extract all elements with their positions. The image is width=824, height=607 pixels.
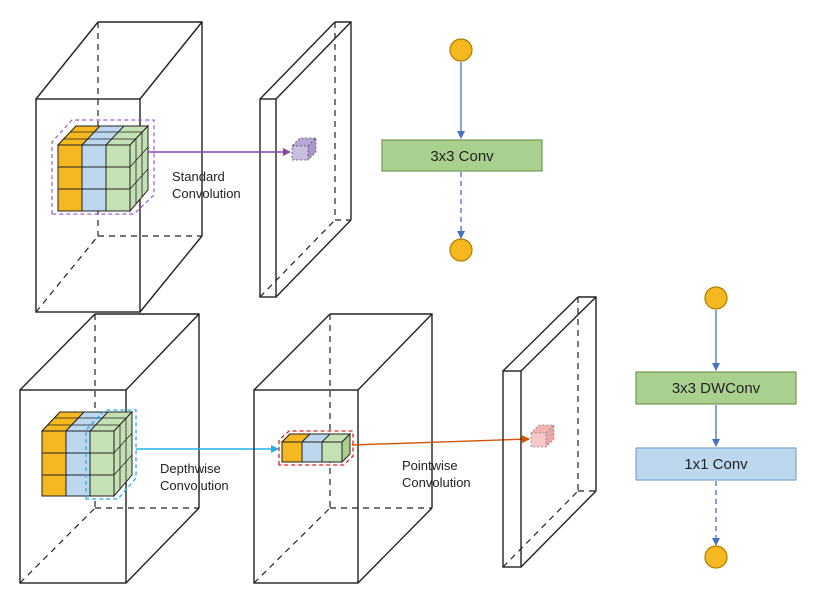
- dwconv-3x3-label: 3x3 DWConv: [672, 380, 761, 397]
- dwconv-3x3-box: [635, 371, 797, 405]
- conv-3x3-label: 3x3 Conv: [430, 148, 494, 165]
- conv-1x1-box: [635, 447, 797, 481]
- output-node: [704, 545, 728, 569]
- conv-3x3-box: [381, 139, 543, 172]
- standard-flow: 3x3 Conv: [381, 38, 543, 262]
- kernel-cube-separable: [40, 409, 137, 500]
- input-volume-separable: [19, 313, 200, 584]
- pointwise-arrow: [351, 435, 530, 446]
- pointwise-label-line1: Pointwise: [402, 458, 458, 473]
- pointwise-label-line2: Convolution: [402, 475, 471, 490]
- separable-flow: 3x3 DWConv 1x1 Conv: [635, 286, 797, 569]
- depthwise-label-line2: Convolution: [160, 478, 229, 493]
- standard-label-line2: Convolution: [172, 186, 241, 201]
- output-cell-standard: [291, 137, 317, 161]
- input-volume-standard: [35, 21, 203, 313]
- kernel-cube-standard: [51, 119, 155, 215]
- standard-label-line1: Standard: [172, 169, 225, 184]
- input-node: [704, 286, 728, 310]
- output-node: [449, 238, 473, 262]
- depthwise-label-line1: Depthwise: [160, 461, 221, 476]
- input-node: [449, 38, 473, 62]
- output-cell-separable: [530, 424, 555, 448]
- output-volume-standard: [259, 21, 352, 298]
- conv-1x1-label: 1x1 Conv: [684, 456, 748, 473]
- intermediate-volume: [253, 313, 433, 584]
- depthwise-output-row: [278, 430, 354, 466]
- output-volume-separable: [502, 296, 597, 568]
